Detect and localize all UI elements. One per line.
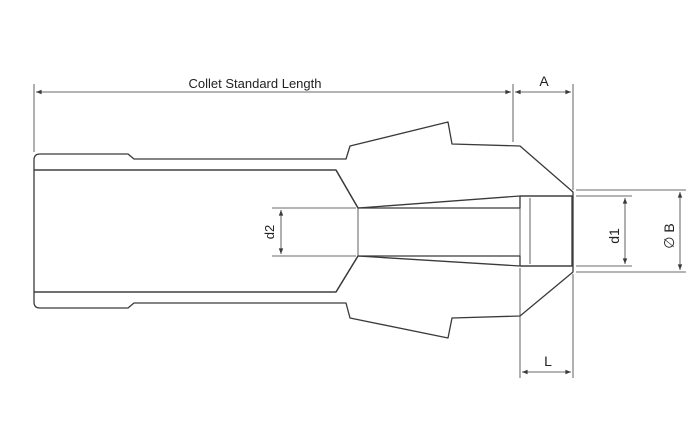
lower-section-hatch bbox=[33, 255, 574, 339]
central-bore bbox=[33, 169, 574, 293]
l-label: L bbox=[544, 353, 552, 369]
d1-label: d1 bbox=[606, 228, 622, 244]
collet-length-label: Collet Standard Length bbox=[189, 76, 322, 91]
upper-section-hatch bbox=[33, 121, 574, 209]
diameter-b-label: ∅ B bbox=[661, 223, 677, 248]
a-label: A bbox=[539, 73, 549, 89]
d2-label: d2 bbox=[262, 225, 277, 239]
